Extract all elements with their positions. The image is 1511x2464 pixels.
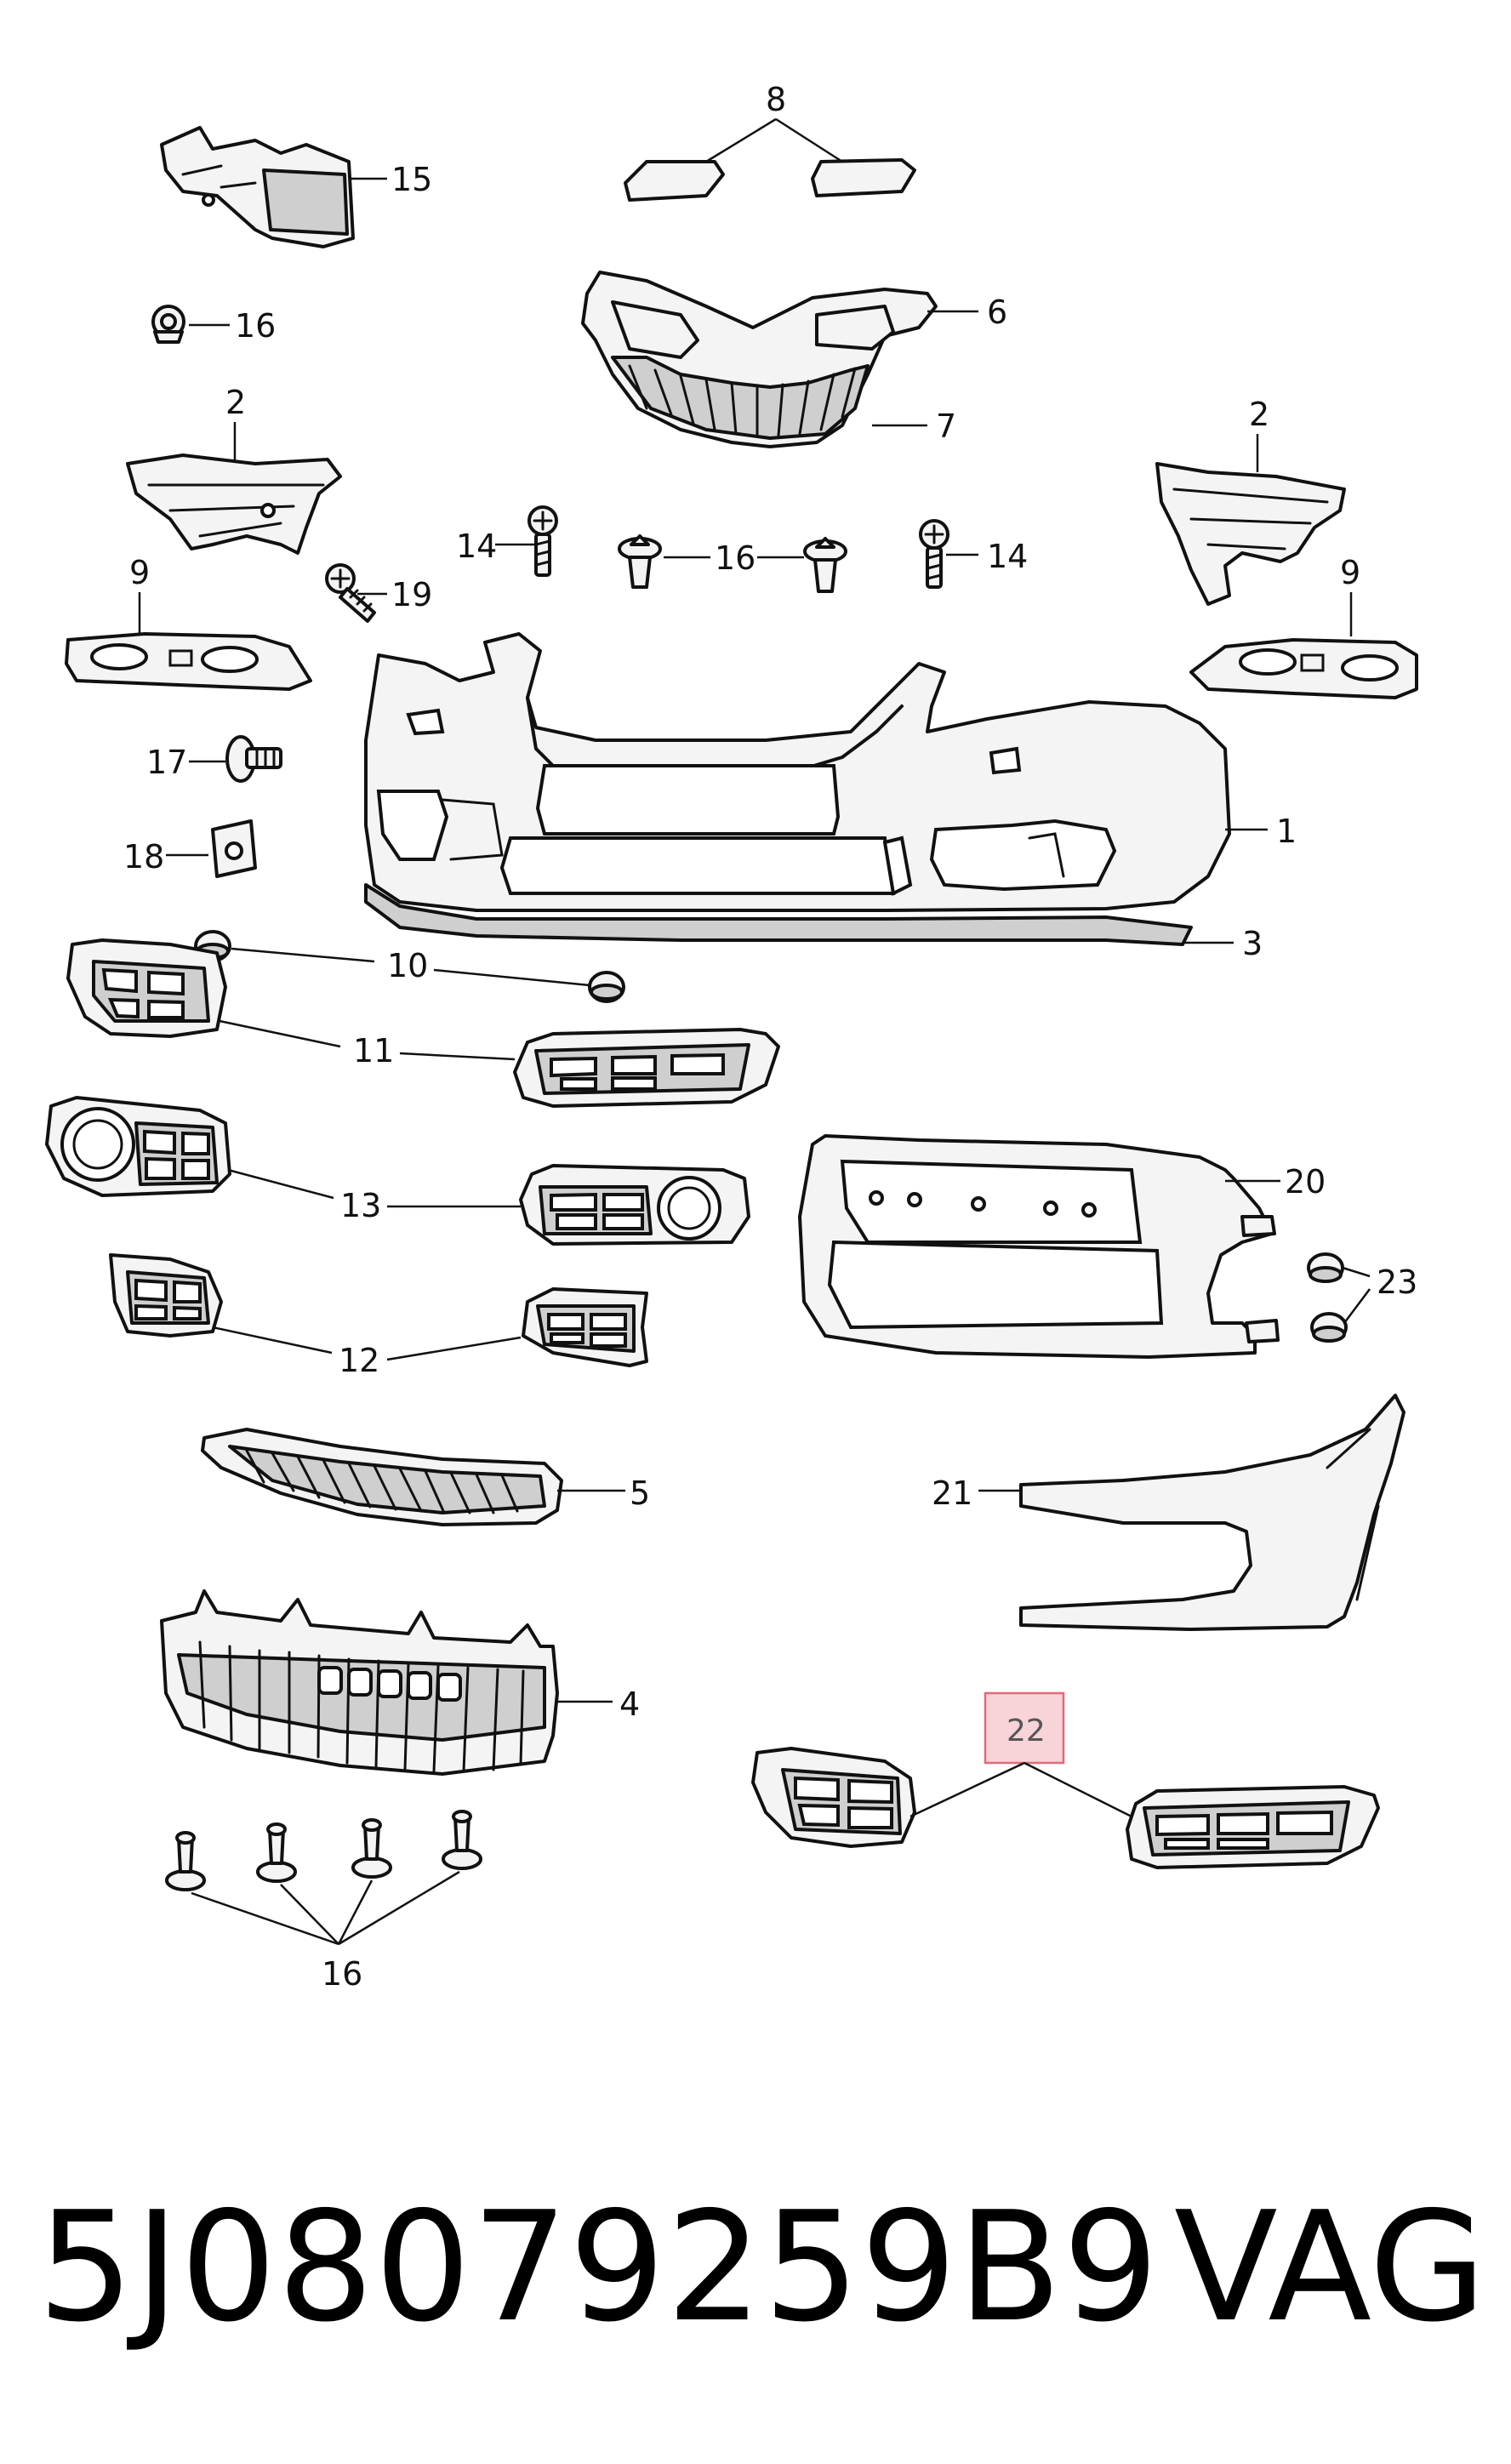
part-8-caps bbox=[624, 158, 916, 202]
callout-6: 6 bbox=[987, 294, 1007, 331]
callout-19: 19 bbox=[391, 576, 432, 613]
part-2-bracket-left bbox=[126, 453, 342, 555]
callout-20: 20 bbox=[1285, 1163, 1326, 1201]
part-14-screw-a bbox=[527, 505, 558, 577]
part-22-grille-left bbox=[751, 1747, 916, 1848]
callout-9-b: 9 bbox=[1340, 554, 1360, 591]
part-22-grille-right bbox=[1126, 1785, 1380, 1869]
callout-1: 1 bbox=[1276, 813, 1297, 850]
brand-name: VAG bbox=[1174, 2179, 1486, 2355]
callout-3: 3 bbox=[1242, 925, 1263, 962]
part-12-grille-right bbox=[522, 1287, 648, 1367]
callout-14-a: 14 bbox=[456, 528, 497, 565]
part-21-side-trim bbox=[1019, 1394, 1406, 1631]
callout-2-a: 2 bbox=[225, 384, 246, 421]
callout-4: 4 bbox=[619, 1685, 640, 1723]
callout-12: 12 bbox=[339, 1342, 379, 1379]
part-3-spoiler bbox=[364, 883, 1193, 946]
callout-18: 18 bbox=[123, 838, 164, 876]
part-number: 5J08079259B9 bbox=[37, 2179, 1160, 2355]
callout-8: 8 bbox=[766, 81, 786, 118]
part-2-bracket-right bbox=[1155, 462, 1346, 606]
callout-11: 11 bbox=[353, 1032, 394, 1069]
callout-10: 10 bbox=[387, 947, 428, 984]
part-17-bolt bbox=[225, 735, 282, 783]
part-9-trim-right bbox=[1189, 638, 1418, 699]
part-6-7-grille bbox=[581, 271, 938, 448]
part-1-bumper bbox=[364, 632, 1231, 912]
part-16-clip-c bbox=[803, 537, 847, 593]
callout-9-a: 9 bbox=[129, 554, 150, 591]
callout-15: 15 bbox=[391, 161, 432, 198]
part-16-clip-a bbox=[151, 305, 185, 344]
part-15-bracket bbox=[160, 126, 355, 248]
part-12-grille-left bbox=[109, 1253, 223, 1338]
callout-16-c: 16 bbox=[322, 1955, 362, 1993]
callout-23: 23 bbox=[1377, 1263, 1417, 1301]
callout-7: 7 bbox=[936, 408, 956, 445]
part-23-plug-bottom bbox=[1310, 1312, 1348, 1343]
part-14-screw-b bbox=[919, 519, 949, 589]
part-18-clip bbox=[211, 819, 257, 878]
callout-21: 21 bbox=[932, 1474, 972, 1512]
callout-14-b: 14 bbox=[987, 538, 1028, 575]
part-13-grille-right bbox=[519, 1164, 750, 1246]
part-16-clip-b bbox=[618, 534, 662, 589]
callout-13: 13 bbox=[340, 1187, 381, 1224]
part-13-grille-left bbox=[45, 1096, 231, 1197]
callout-16-a: 16 bbox=[235, 307, 276, 345]
part-23-plug-top bbox=[1307, 1252, 1344, 1283]
part-10-cap-right bbox=[588, 971, 625, 1003]
part-11-grille-right bbox=[513, 1028, 780, 1108]
part-16-clip-set bbox=[165, 1810, 482, 1891]
callout-5: 5 bbox=[630, 1474, 650, 1512]
part-11-grille-left bbox=[66, 938, 227, 1038]
part-5-slatted-grille bbox=[201, 1428, 563, 1526]
part-20-lower-section bbox=[798, 1134, 1280, 1359]
callout-2-b: 2 bbox=[1249, 396, 1269, 433]
callout-22: 22 bbox=[1006, 1714, 1046, 1748]
callout-17: 17 bbox=[146, 744, 187, 781]
part-9-trim-left bbox=[65, 632, 312, 691]
callout-16-b: 16 bbox=[715, 539, 756, 577]
part-19-screw bbox=[325, 563, 376, 623]
part-4-lower-grille bbox=[160, 1589, 559, 1776]
highlight-box-22 bbox=[984, 1691, 1065, 1765]
